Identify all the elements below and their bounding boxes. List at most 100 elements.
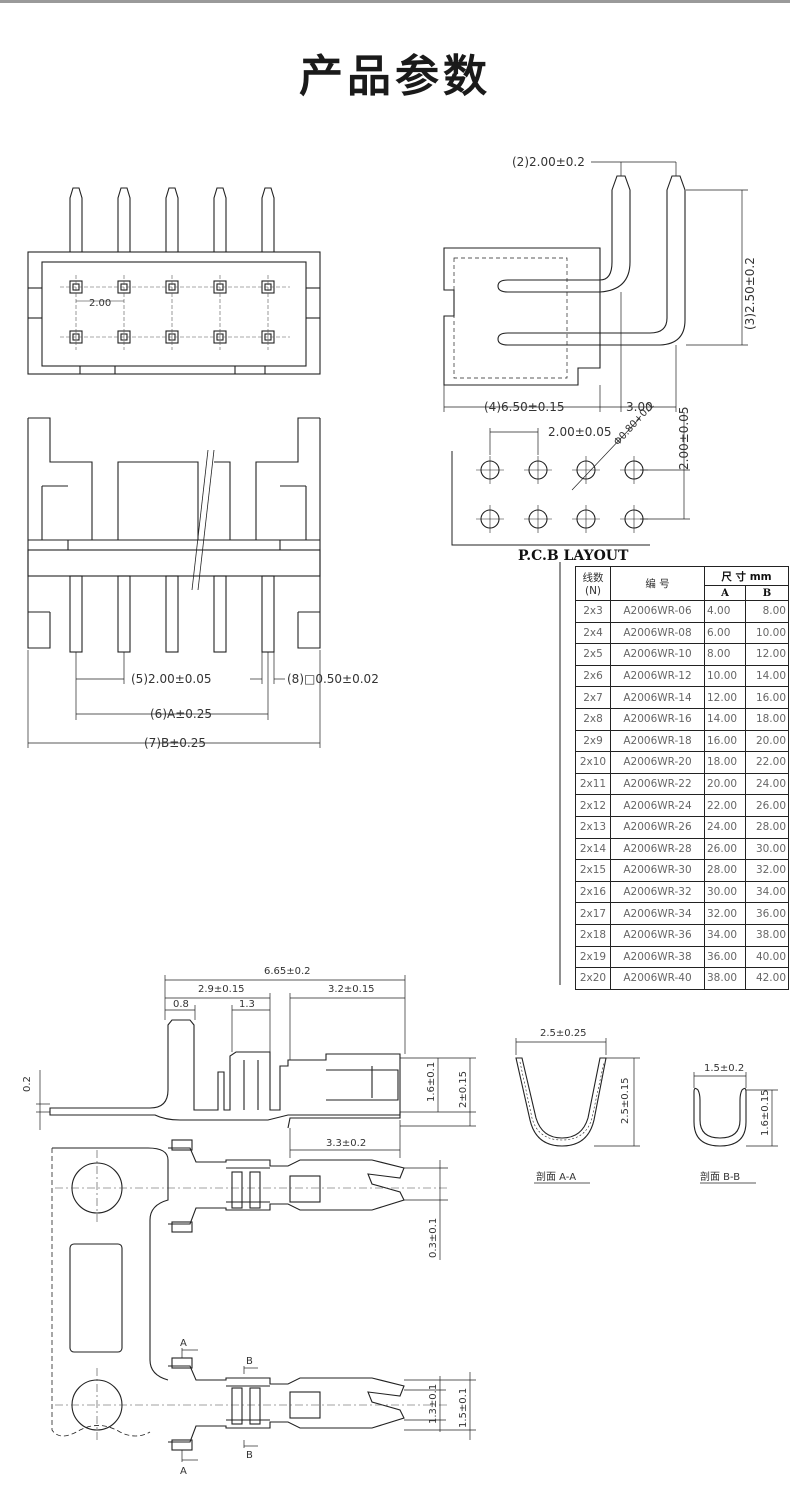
- pcb-pitch-x-label: 2.00±0.05: [548, 425, 612, 439]
- table-cell-n: 2x15: [575, 859, 611, 882]
- table-cell-n: 2x11: [575, 772, 611, 796]
- pcb-layout: [451, 412, 690, 546]
- section-aa-label: 剖面 A-A: [536, 1170, 576, 1183]
- table-cell-b: 40.00: [745, 945, 789, 969]
- dim-b-label: (7)B±0.25: [144, 736, 206, 750]
- section-aa: [515, 1038, 640, 1184]
- table-cell-n: 2x10: [575, 751, 611, 774]
- terminal-total-len: 6.65±0.2: [264, 966, 311, 977]
- terminal-seg2: 3.2±0.15: [328, 984, 375, 995]
- table-cell-a: 14.00: [704, 707, 746, 731]
- table-cell-part: A2006WR-14: [610, 686, 705, 709]
- terminal-bottom-h1: 1.3±0.1: [428, 1384, 439, 1424]
- table-cell-a: 30.00: [704, 880, 746, 904]
- terminal-top-view: [51, 1139, 476, 1462]
- section-aa-height: 2.5±0.15: [620, 1077, 631, 1124]
- table-cell-n: 2x20: [575, 967, 611, 990]
- connector-side-view: [443, 161, 748, 412]
- mark-b-top: B: [246, 1356, 253, 1367]
- table-cell-b: 28.00: [745, 815, 789, 839]
- side-depth-label: (4)6.50±0.15: [484, 400, 565, 414]
- table-cell-a: 36.00: [704, 945, 746, 969]
- table-cell-a: 18.00: [704, 751, 746, 774]
- table-cell-n: 2x6: [575, 664, 611, 688]
- table-cell-part: A2006WR-12: [610, 664, 705, 688]
- section-bb-label: 剖面 B-B: [700, 1170, 740, 1183]
- table-cell-part: A2006WR-08: [610, 621, 705, 645]
- terminal-h2: 2±0.15: [458, 1071, 469, 1108]
- pcb-layout-title: P.C.B LAYOUT: [518, 548, 629, 564]
- terminal-thick: 0.2: [22, 1076, 33, 1092]
- section-bb-width: 1.5±0.2: [704, 1063, 744, 1074]
- side-offset-label: 3.00: [626, 400, 653, 414]
- table-cell-a: 12.00: [704, 686, 746, 709]
- terminal-w1: 0.8: [173, 999, 189, 1010]
- mark-b-bottom: B: [246, 1450, 253, 1461]
- table-cell-n: 2x14: [575, 837, 611, 861]
- table-cell-part: A2006WR-16: [610, 707, 705, 731]
- table-cell-part: A2006WR-06: [610, 600, 705, 623]
- table-cell-a: 16.00: [704, 729, 746, 753]
- section-bb-height: 1.6±0.15: [760, 1089, 771, 1136]
- table-cell-part: A2006WR-40: [610, 967, 705, 990]
- table-cell-n: 2x3: [575, 600, 611, 623]
- table-cell-a: 4.00: [704, 600, 746, 623]
- table-cell-a: 38.00: [704, 967, 746, 990]
- table-cell-b: 32.00: [745, 859, 789, 882]
- table-cell-b: 14.00: [745, 664, 789, 688]
- table-cell-a: 26.00: [704, 837, 746, 861]
- table-cell-b: 10.00: [745, 621, 789, 645]
- table-cell-n: 2x17: [575, 902, 611, 925]
- terminal-contact-len: 3.3±0.2: [326, 1138, 366, 1149]
- col-size-header: 尺 寸 mm: [704, 566, 789, 586]
- col-n-sub: (N): [584, 585, 602, 597]
- col-a-header: A: [704, 585, 746, 601]
- page-title: 产品参数: [299, 51, 491, 102]
- table-cell-b: 30.00: [745, 837, 789, 861]
- table-cell-b: 16.00: [745, 686, 789, 709]
- table-cell-n: 2x12: [575, 794, 611, 817]
- terminal-w2: 1.3: [239, 999, 255, 1010]
- connector-top-view: [27, 187, 321, 375]
- table-cell-a: 24.00: [704, 815, 746, 839]
- table-cell-part: A2006WR-36: [610, 923, 705, 947]
- table-cell-b: 8.00: [745, 600, 789, 623]
- pitch-tol-label: (5)2.00±0.05: [131, 672, 212, 686]
- table-cell-part: A2006WR-22: [610, 772, 705, 796]
- terminal-bottom-h2: 1.5±0.1: [458, 1388, 469, 1428]
- table-cell-b: 42.00: [745, 967, 789, 990]
- table-cell-b: 38.00: [745, 923, 789, 947]
- connector-front-view: [27, 417, 321, 748]
- table-cell-part: A2006WR-30: [610, 859, 705, 882]
- table-cell-n: 2x16: [575, 880, 611, 904]
- table-cell-part: A2006WR-32: [610, 880, 705, 904]
- side-height-label: (3)2.50±0.2: [743, 257, 757, 330]
- table-cell-part: A2006WR-10: [610, 643, 705, 666]
- pitch-label: 2.00: [89, 298, 111, 309]
- table-cell-b: 24.00: [745, 772, 789, 796]
- side-pitch-label: (2)2.00±0.2: [512, 155, 585, 169]
- section-aa-width: 2.5±0.25: [540, 1028, 587, 1039]
- table-cell-b: 18.00: [745, 707, 789, 731]
- table-cell-n: 2x4: [575, 621, 611, 645]
- table-cell-part: A2006WR-28: [610, 837, 705, 861]
- dim-a-label: (6)A±0.25: [150, 707, 212, 721]
- table-cell-a: 34.00: [704, 923, 746, 947]
- table-cell-a: 8.00: [704, 643, 746, 666]
- col-n-header: 线数 (N): [575, 566, 611, 601]
